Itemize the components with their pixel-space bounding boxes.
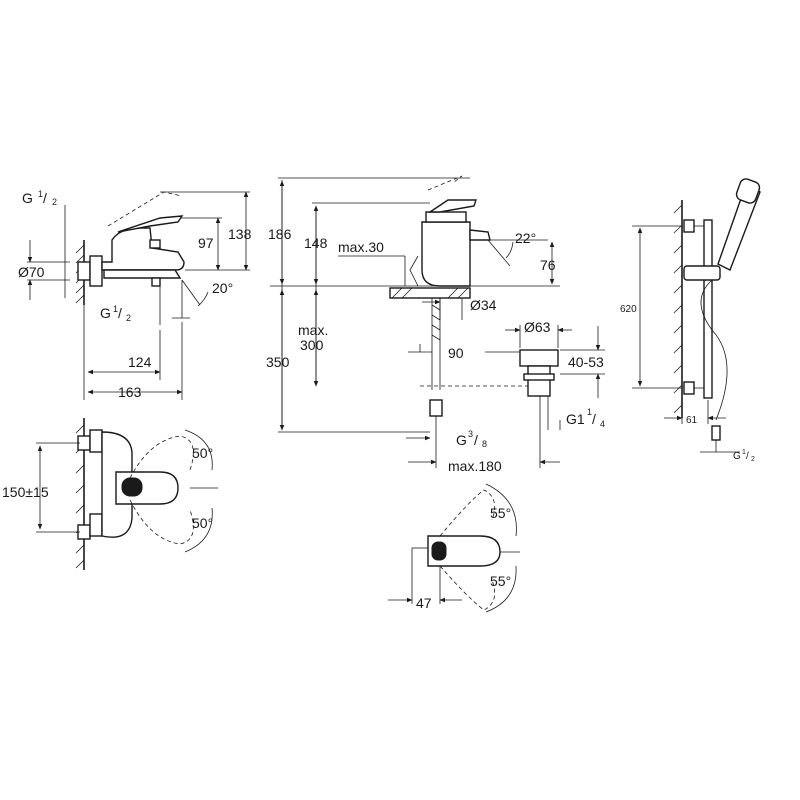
angle-55-bottom: 55°	[490, 573, 511, 589]
g114-den: 4	[600, 419, 605, 429]
dim-d63: Ø63	[524, 319, 551, 335]
svg-text:/: /	[118, 305, 122, 321]
dim-350: 350	[266, 354, 290, 370]
dim-76: 76	[540, 257, 556, 273]
g114-label: G1	[566, 411, 585, 427]
bath-mixer-front-view: 150±15 50° 50°	[2, 418, 218, 570]
g-half-bath-num: 1	[113, 304, 118, 314]
angle-20: 20°	[212, 280, 233, 296]
dim-d34: Ø34	[470, 297, 497, 313]
dim-max300-a: max.	[298, 322, 328, 338]
angle-50-bottom: 50°	[192, 515, 213, 531]
g38-num: 3	[468, 429, 473, 439]
g-half-den: 2	[52, 197, 57, 207]
basin-mixer-view: 186 148 max.30 22° 76 Ø34 Ø63 max. 300 3…	[266, 175, 605, 474]
dim-148: 148	[304, 235, 328, 251]
g-half-shower-den: 2	[751, 456, 755, 463]
angle-22: 22°	[515, 230, 536, 246]
g-half-bath-den: 2	[126, 313, 131, 323]
dim-40-53: 40-53	[568, 354, 604, 370]
dim-d70: Ø70	[18, 264, 45, 280]
dim-max180: max.180	[448, 458, 502, 474]
dim-150: 150±15	[2, 484, 49, 500]
bath-mixer-side-view: G 1 / 2 Ø70 138 97 G 1 / 2 20° 124 163	[18, 189, 252, 400]
shower-rail-view: 620 61 G 1 / 2	[620, 178, 761, 463]
dim-97: 97	[198, 235, 214, 251]
g-half-bath: G	[100, 305, 111, 321]
svg-text:/: /	[592, 411, 596, 427]
g38-label: G	[456, 432, 467, 448]
g-half-label: G	[22, 190, 33, 206]
basin-mixer-top-view: 55° 55° 47	[388, 483, 520, 613]
dim-186: 186	[268, 226, 292, 242]
g114-num: 1	[587, 407, 592, 417]
g-half-shower: G	[733, 451, 741, 462]
angle-50-top: 50°	[192, 445, 213, 461]
dim-620: 620	[620, 304, 637, 315]
dim-max30: max.30	[338, 239, 384, 255]
dim-90: 90	[448, 345, 464, 361]
dim-47: 47	[416, 595, 432, 611]
g38-den: 8	[482, 439, 487, 449]
angle-55-top: 55°	[490, 505, 511, 521]
dim-163: 163	[118, 384, 142, 400]
g-half-num: 1	[38, 189, 43, 199]
dim-61: 61	[686, 415, 698, 426]
g-half-shower-num: 1	[742, 449, 746, 456]
svg-text:/: /	[474, 432, 478, 448]
dim-138: 138	[228, 226, 252, 242]
dim-max300-b: 300	[300, 337, 324, 353]
svg-text:/: /	[43, 190, 47, 206]
dim-124: 124	[128, 354, 152, 370]
svg-text:/: /	[746, 451, 749, 462]
